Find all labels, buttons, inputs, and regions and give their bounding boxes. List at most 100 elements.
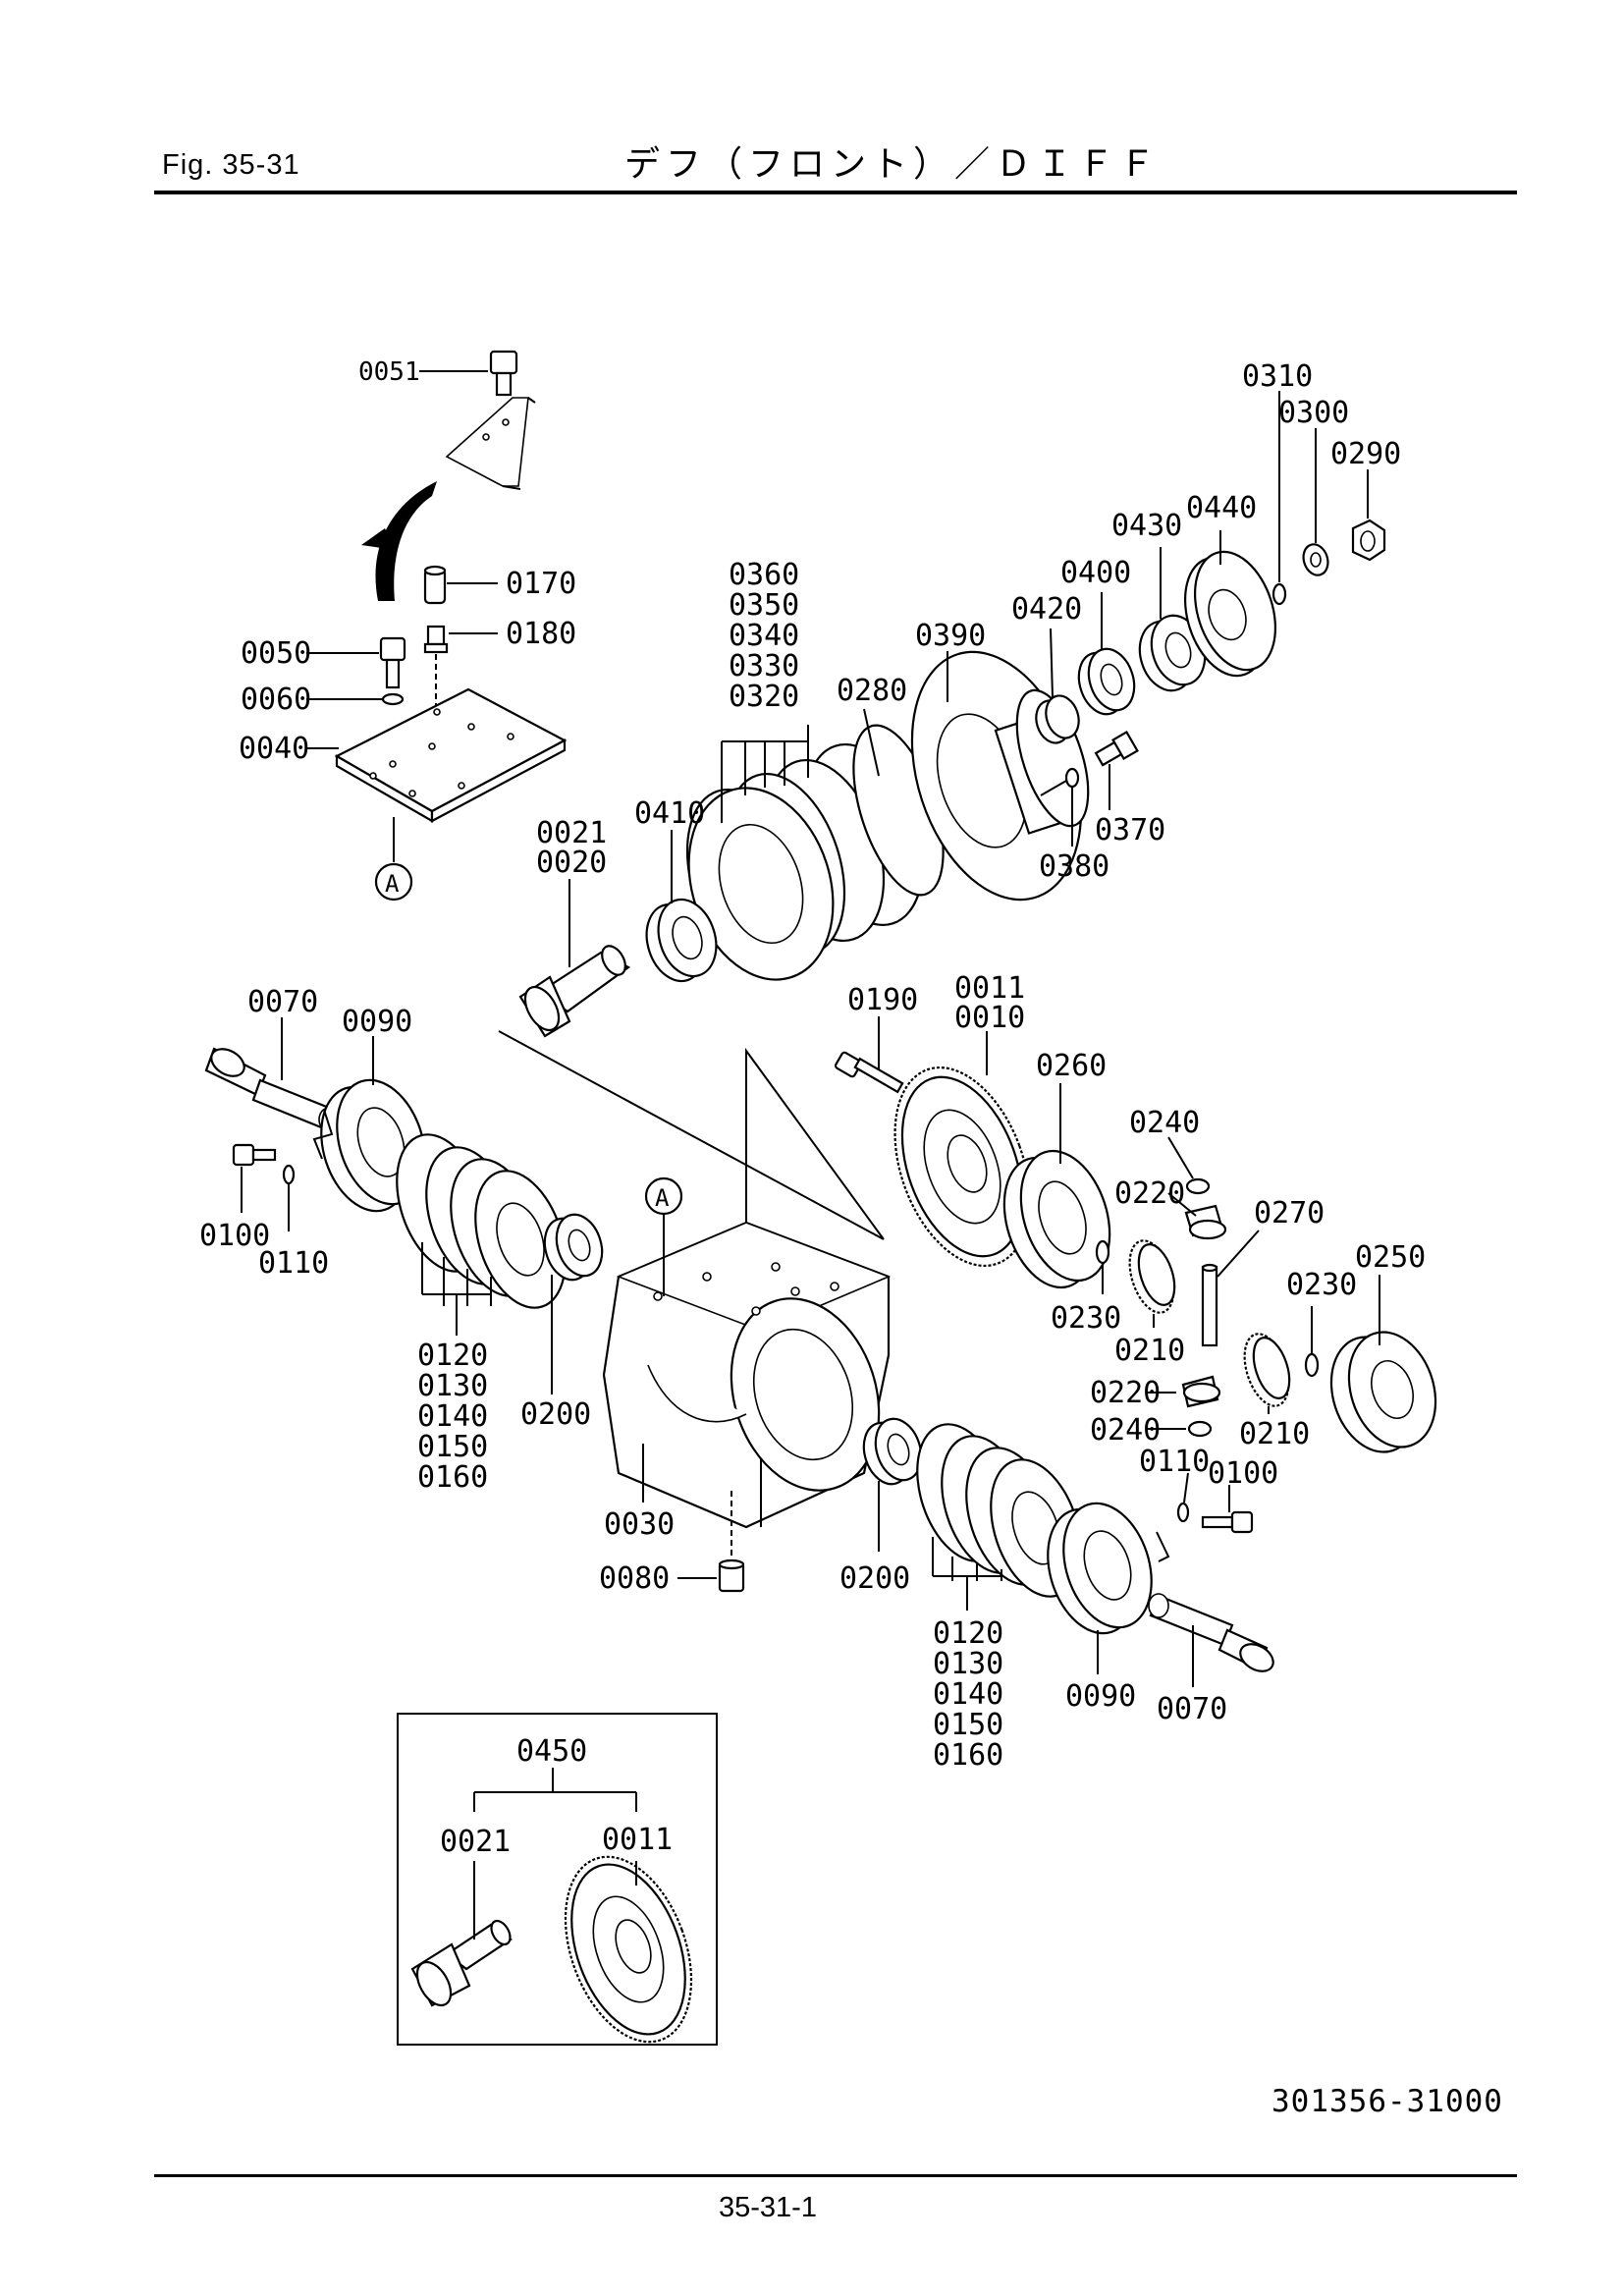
part-bearing-0200-right[interactable]	[856, 1413, 929, 1490]
part-diff-case-0250[interactable]	[1318, 1321, 1450, 1463]
part-brake-disc-stack-0320-0360[interactable]	[666, 730, 945, 999]
part-thrust-washer-0240-top[interactable]	[1185, 1177, 1211, 1195]
callout-0120-right: 0120	[933, 1616, 1003, 1651]
part-cover-plate-detail	[445, 397, 536, 490]
leader-line	[1167, 1136, 1194, 1179]
part-brake-discs-right-0120-0160[interactable]	[901, 1413, 1097, 1609]
callout-0090-right: 0090	[1065, 1679, 1136, 1714]
callout-0011: 0011	[954, 971, 1025, 1006]
leader-line	[1183, 1472, 1189, 1503]
callout-0370: 0370	[1095, 813, 1165, 847]
part-brake-discs-left-0120-0160[interactable]	[381, 1123, 581, 1320]
page-title: デフ（フロント）／ＤＩＦＦ	[624, 144, 1162, 185]
kit-callout-0450: 0450	[516, 1734, 587, 1769]
callout-0180: 0180	[506, 617, 576, 651]
callout-0170: 0170	[506, 567, 576, 601]
callout-0430: 0430	[1111, 509, 1182, 543]
callout-0020: 0020	[536, 846, 607, 880]
part-o-ring-0310[interactable]	[1271, 582, 1287, 606]
part-washer-0380[interactable]	[1064, 767, 1080, 789]
part-plug-0170[interactable]	[423, 565, 447, 605]
assembly-line	[312, 1109, 334, 1160]
callout-0320: 0320	[729, 680, 799, 714]
callout-0350: 0350	[729, 588, 799, 623]
callout-0340: 0340	[729, 619, 799, 653]
part-bolt-0050[interactable]	[379, 636, 406, 689]
callout-0330: 0330	[729, 649, 799, 683]
callout-0100-left: 0100	[199, 1219, 270, 1253]
part-pinion-shaft-0020[interactable]	[518, 942, 631, 1038]
arrow-head-icon	[361, 528, 395, 550]
part-washer-0110-right[interactable]	[1176, 1502, 1190, 1523]
part-washer-0110-left[interactable]	[282, 1164, 296, 1185]
part-washer-0060[interactable]	[381, 692, 405, 706]
part-washer-0180[interactable]	[423, 625, 449, 654]
part-washer-0230-right[interactable]	[1304, 1352, 1320, 1378]
part-diff-housing-0030[interactable]	[602, 1047, 902, 1529]
part-bearing-0200-left[interactable]	[537, 1209, 610, 1285]
callout-0140-left: 0140	[417, 1399, 488, 1434]
part-axle-shaft-0070-left[interactable]	[204, 1044, 340, 1132]
part-bolt-0051[interactable]	[489, 350, 518, 397]
leader-line	[863, 708, 880, 777]
part-collar-0420[interactable]	[1031, 691, 1084, 747]
callout-0070-left: 0070	[247, 985, 318, 1019]
callout-0010: 0010	[954, 1001, 1025, 1035]
callout-0150-right: 0150	[933, 1708, 1003, 1742]
part-bolt-0190[interactable]	[834, 1051, 904, 1094]
reference-label-a: A	[385, 870, 400, 898]
part-side-gear-0210-bottom[interactable]	[1236, 1329, 1297, 1412]
part-drain-plug-0080[interactable]	[718, 1558, 745, 1593]
part-bolt-0100-right[interactable]	[1201, 1510, 1254, 1534]
arrow-icon	[375, 481, 437, 601]
part-bearing-0410[interactable]	[637, 892, 726, 988]
part-diff-case-0260[interactable]	[989, 1139, 1125, 1298]
callout-0051: 0051	[358, 357, 420, 387]
part-flange-0440[interactable]	[1171, 541, 1290, 685]
reference-marker-a	[374, 862, 413, 902]
part-ring-gear-0010[interactable]	[870, 1049, 1055, 1285]
callout-0050: 0050	[241, 636, 311, 671]
assembly-line	[498, 1030, 885, 1240]
part-nut-0290[interactable]	[1351, 519, 1386, 562]
part-pinion-shaft-0270[interactable]	[1201, 1263, 1218, 1347]
leader-line	[1217, 1230, 1260, 1278]
callout-0120-left: 0120	[417, 1339, 488, 1373]
callout-0060: 0060	[241, 683, 311, 717]
part-bolt-0100-left[interactable]	[232, 1143, 277, 1167]
part-side-gear-0210-top[interactable]	[1121, 1235, 1182, 1319]
kit-part-pinion-0021[interactable]	[410, 1918, 514, 2011]
callout-0230-left: 0230	[1051, 1301, 1121, 1336]
part-cover-plate-0040[interactable]	[334, 687, 568, 823]
leader-line	[1040, 780, 1067, 796]
part-pinion-gear-0220-bottom[interactable]	[1181, 1375, 1221, 1408]
page-number: 35-31-1	[719, 2192, 817, 2223]
part-axle-shaft-0070-right[interactable]	[1148, 1593, 1278, 1676]
callout-0200-left: 0200	[520, 1397, 591, 1432]
kit-part-ring-gear-0011[interactable]	[542, 1839, 715, 2059]
part-washer-0230-left[interactable]	[1095, 1239, 1110, 1265]
part-thrust-washer-0240-bottom[interactable]	[1187, 1420, 1213, 1438]
callout-0250: 0250	[1355, 1240, 1426, 1275]
callout-0230-right: 0230	[1286, 1268, 1357, 1302]
part-flange-0090-right[interactable]	[1033, 1492, 1166, 1645]
part-pinion-gear-0220-top[interactable]	[1184, 1204, 1227, 1240]
callout-0190: 0190	[847, 983, 918, 1017]
leader-line	[1167, 1192, 1197, 1217]
callout-0110-left: 0110	[258, 1246, 329, 1281]
kit-callout-0011: 0011	[602, 1823, 673, 1857]
callout-0220-bottom: 0220	[1090, 1376, 1161, 1410]
callout-0300: 0300	[1278, 396, 1349, 430]
callout-0100-right: 0100	[1208, 1456, 1278, 1491]
leader-line	[1050, 628, 1054, 698]
callout-0210-top: 0210	[1114, 1334, 1185, 1368]
part-bearing-0400[interactable]	[1071, 643, 1142, 720]
callout-0110-right: 0110	[1139, 1445, 1210, 1479]
figure-number: Fig. 35-31	[162, 149, 300, 181]
callout-0400: 0400	[1060, 556, 1131, 590]
part-seal-0430[interactable]	[1131, 609, 1214, 698]
part-washer-0300[interactable]	[1300, 541, 1332, 578]
part-bolt-0370[interactable]	[1094, 730, 1139, 767]
callout-0150-left: 0150	[417, 1430, 488, 1464]
